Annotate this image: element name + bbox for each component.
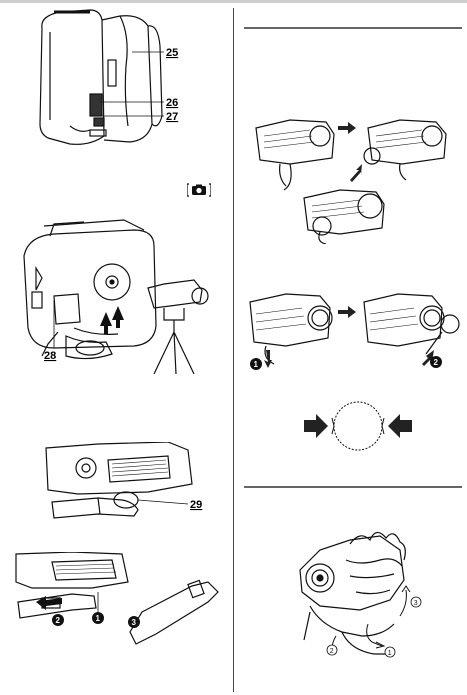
strap-threading-figure: 1 2 3 <box>12 552 226 652</box>
callout-29: 29 <box>190 499 202 511</box>
remove-step-2-label: 2 <box>434 358 439 367</box>
rotate-label-3: 3 <box>414 600 418 607</box>
camera-side-figure: 25 26 27 <box>30 6 220 156</box>
column-divider <box>233 8 234 692</box>
lens-cap-pinch-figure <box>300 398 416 454</box>
callout-27: 27 <box>166 111 178 123</box>
callout-25: 25 <box>166 47 178 59</box>
section-rule-grip-belt <box>244 486 462 488</box>
grip-belt-figure: 1 2 3 <box>290 520 440 670</box>
step-2-label: 2 <box>56 616 61 625</box>
camera-icon <box>187 183 211 197</box>
lens-cap-remove-figure: 1 2 <box>246 292 462 372</box>
lens-cap-attach-figure <box>250 114 460 244</box>
section-rule-lens-cap <box>244 27 462 29</box>
strap-hook-figure: 29 <box>38 442 218 522</box>
callout-26: 26 <box>166 97 178 109</box>
callout-28: 28 <box>44 350 56 362</box>
page-top-rule <box>0 0 467 3</box>
step-3-label: 3 <box>132 618 137 627</box>
rotate-label-2: 2 <box>330 648 334 655</box>
rotate-label-1: 1 <box>388 650 392 657</box>
step-1-label: 1 <box>96 614 101 623</box>
remove-step-1-label: 1 <box>254 360 259 369</box>
tripod-figure: 28 <box>14 216 224 376</box>
